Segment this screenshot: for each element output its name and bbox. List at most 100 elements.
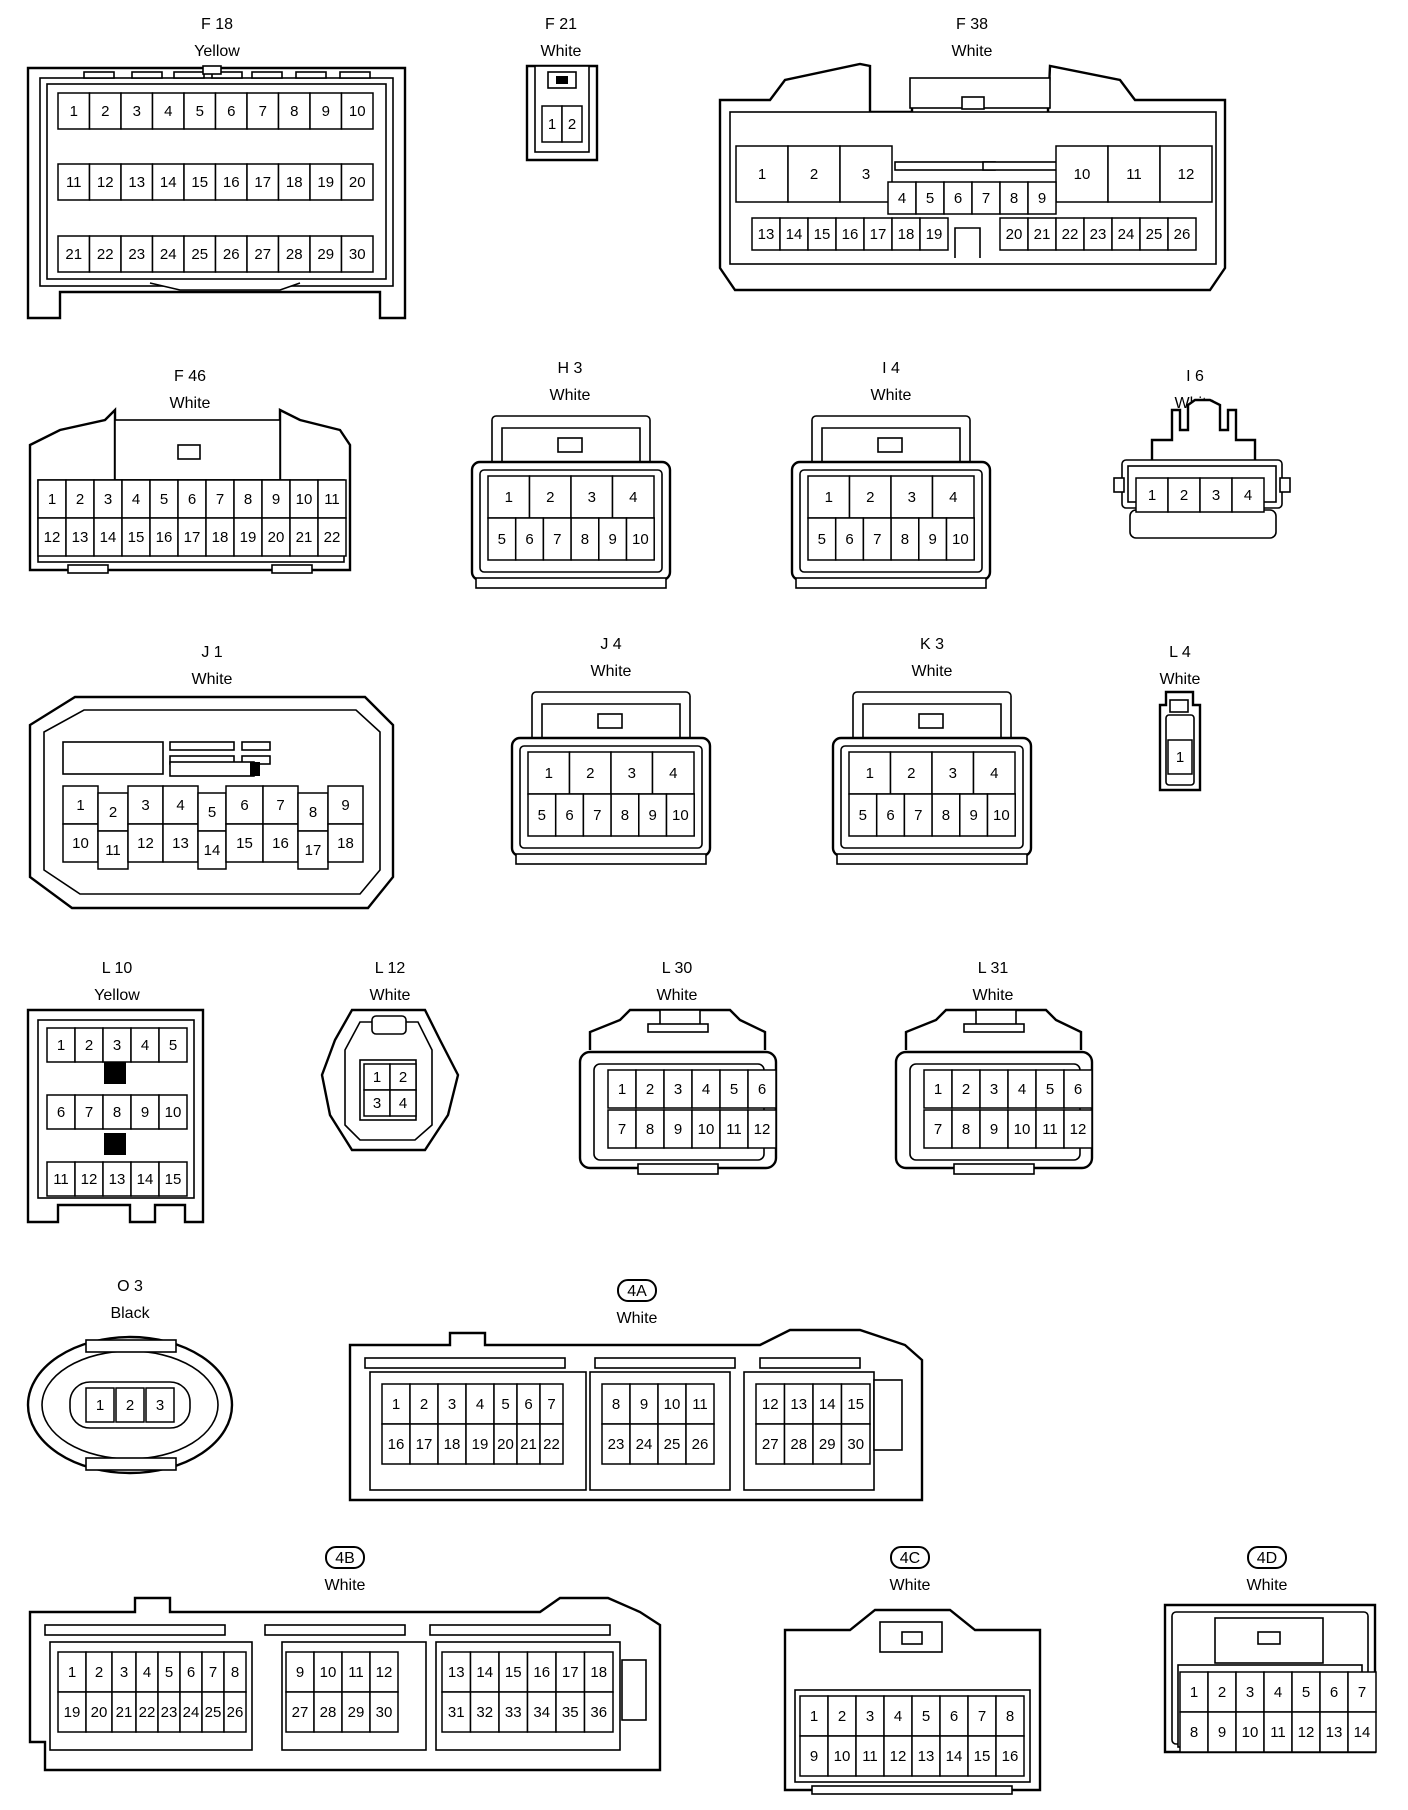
housing-outline — [1279, 477, 1291, 493]
pin-cavity-box — [999, 217, 1029, 251]
pin-cavity: 22 — [539, 1423, 564, 1465]
pin-cavity-box — [638, 793, 668, 837]
pin-number: 7 — [618, 1121, 626, 1138]
pin-cavity: 13 — [911, 1735, 941, 1777]
pin-cavity-box — [57, 1651, 87, 1693]
pin-number: 18 — [212, 529, 229, 546]
pin-cavity-box — [246, 92, 280, 130]
pin-number: 3 — [141, 797, 149, 814]
housing-outline — [873, 1379, 903, 1451]
pin-number: 9 — [969, 807, 977, 824]
pin-number: 6 — [758, 1081, 766, 1098]
pin-cavity: 4 — [121, 479, 151, 519]
pin-cavity-box — [277, 235, 311, 273]
pin-number: 15 — [191, 174, 208, 191]
pin-cavity-box — [177, 479, 207, 519]
pin-cavity: 12 — [88, 163, 122, 201]
pin-number: 5 — [922, 1708, 930, 1725]
pin-number: 1 — [392, 1396, 400, 1413]
pin-cavity: 8 — [931, 793, 961, 837]
pin-cavity-box — [1035, 1109, 1065, 1149]
housing-outline — [836, 853, 1028, 865]
pin-cavity: 8 — [635, 1109, 665, 1149]
pin-number: 17 — [562, 1664, 579, 1681]
pin-number: 11 — [324, 491, 340, 508]
pin-number: 36 — [590, 1704, 607, 1721]
pin-number: 9 — [141, 1104, 149, 1121]
pin-cavity: 18 — [277, 163, 311, 201]
housing-outline — [953, 1163, 1035, 1175]
pin-number: 5 — [160, 491, 168, 508]
pin-cavity: 11 — [1263, 1711, 1293, 1753]
pin-number: 1 — [57, 1037, 65, 1054]
pin-cavity-box — [835, 217, 865, 251]
pin-cavity: 2 — [568, 751, 612, 795]
pin-cavity-box — [102, 1027, 132, 1063]
connector-code: F 18 — [201, 16, 233, 33]
pin-cavity-box — [341, 1651, 371, 1693]
pin-number: 9 — [1038, 190, 1046, 207]
housing-outline — [621, 1659, 647, 1721]
pin-cavity: 26 — [685, 1423, 715, 1465]
pin-number: 28 — [790, 1436, 807, 1453]
pin-cavity-box — [93, 479, 123, 519]
pin-number: 4 — [990, 765, 998, 782]
pin-cavity-box — [57, 1691, 87, 1733]
pin-cavity: 5 — [157, 1651, 181, 1693]
pin-cavity: 3 — [145, 1387, 175, 1423]
pin-cavity: 23 — [1083, 217, 1113, 251]
pin-number: 9 — [608, 531, 616, 548]
pin-number: 16 — [272, 835, 289, 852]
pin-number: 30 — [376, 1704, 393, 1721]
pin-number: 25 — [191, 246, 208, 263]
pin-cavity-box — [972, 751, 1016, 795]
pin-cavity: 3 — [437, 1383, 467, 1425]
pin-number: 2 — [399, 1069, 407, 1086]
pin-cavity: 20 — [999, 217, 1029, 251]
pin-cavity: 7 — [74, 1094, 104, 1130]
housing-outline — [429, 1624, 611, 1636]
connector-code: I 4 — [882, 360, 900, 377]
pin-cavity: 7 — [967, 1695, 997, 1737]
pin-cavity: 16 — [381, 1423, 411, 1465]
pin-cavity: 3 — [1199, 477, 1233, 513]
pin-cavity-box — [527, 751, 571, 795]
pin-cavity-box — [685, 1423, 715, 1465]
pin-cavity-box — [233, 517, 263, 557]
pin-cavity-box — [807, 217, 837, 251]
pin-cavity-box — [514, 517, 545, 561]
connector-code: O 3 — [117, 1278, 143, 1295]
pin-cavity: 2 — [1207, 1671, 1237, 1713]
pin-number: 28 — [286, 246, 303, 263]
pin-cavity: 14 — [93, 517, 123, 557]
pin-number: 1 — [934, 1081, 942, 1098]
pin-cavity: 6 — [834, 517, 865, 561]
connector-code: 4D — [1257, 1550, 1277, 1567]
pin-number: 12 — [762, 1396, 779, 1413]
housing-outline — [67, 564, 109, 574]
pin-cavity-box — [607, 1069, 637, 1109]
pin-cavity-box — [931, 751, 975, 795]
pin-cavity: 2 — [115, 1387, 145, 1423]
pin-cavity-box — [309, 163, 343, 201]
pin-cavity-box — [85, 1387, 115, 1423]
connector-code: L 10 — [102, 960, 133, 977]
pin-number: 23 — [1090, 226, 1107, 243]
pin-cavity: 16 — [835, 217, 865, 251]
pin-number: 3 — [866, 1708, 874, 1725]
pin-cavity-box — [340, 163, 374, 201]
pin-number: 13 — [72, 529, 89, 546]
pin-cavity: 4 — [465, 1383, 495, 1425]
pin-number: 4 — [1018, 1081, 1026, 1098]
pin-cavity-box — [1179, 1711, 1209, 1753]
pin-number: 24 — [160, 246, 177, 263]
pin-cavity-box — [583, 1651, 614, 1693]
pin-cavity-box — [205, 517, 235, 557]
housing-outline — [1150, 398, 1257, 472]
pin-number: 8 — [1006, 1708, 1014, 1725]
connector-color: White — [1160, 671, 1201, 688]
